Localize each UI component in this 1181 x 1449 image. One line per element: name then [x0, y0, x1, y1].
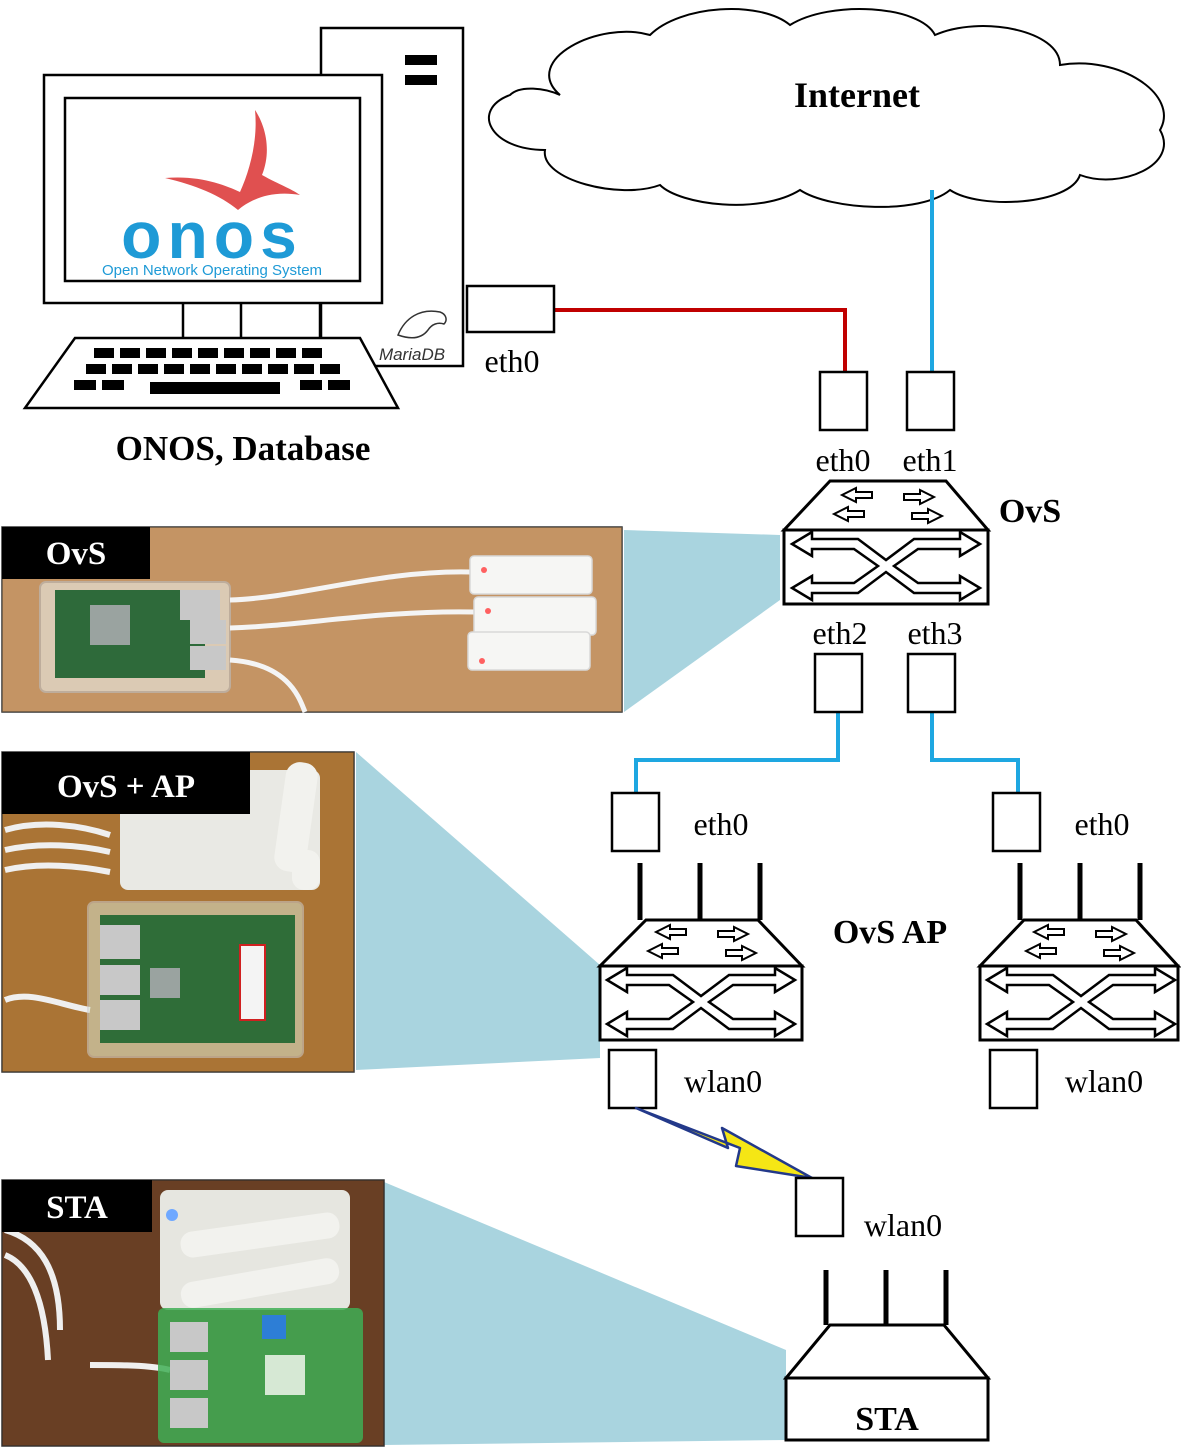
ovs-port-eth1	[905, 370, 956, 432]
photo-ovs: OvS	[1, 526, 623, 713]
photo-sta-caption-bg	[2, 1180, 152, 1232]
ap-right-cross-arrows-icon	[984, 965, 1178, 1039]
ap-left-wlan0-port	[607, 1048, 658, 1110]
ovs-ap-label: OvS AP	[833, 914, 947, 951]
ovs-callout-wedge	[624, 530, 780, 712]
photo-ovs-ap-caption-bg	[2, 752, 250, 814]
ovs-port-eth3	[906, 652, 957, 714]
photo-ovs-ap-caption: OvS + AP	[57, 769, 195, 805]
controller-computer: onos Open Network Operating System Maria…	[22, 26, 556, 468]
link-eth2-apleft	[634, 712, 840, 793]
tower-slot-2	[405, 75, 437, 85]
mariadb-seal-icon	[397, 310, 447, 339]
internet-cloud: Internet	[488, 7, 1165, 208]
computer-caption: ONOS, Database	[116, 429, 371, 468]
ap-left-top	[596, 918, 806, 968]
sta-device: wlan0 STA	[782, 1176, 992, 1442]
ap-left-top-arrows-icon	[645, 923, 759, 962]
photo-sta: STA	[1, 1179, 385, 1447]
link-eth3-apright	[930, 712, 1020, 793]
keyboard-keys	[74, 348, 350, 394]
ap-left-eth0-port	[610, 791, 661, 853]
tower-slot-1	[405, 55, 437, 65]
raspberry-pi-board-icon	[87, 901, 304, 1058]
onos-bird-icon	[165, 110, 300, 210]
ovs-cross-arrows-icon	[789, 529, 983, 603]
ap-right-wlan0-port	[988, 1048, 1039, 1110]
internet-label: Internet	[794, 75, 920, 115]
ovs-switch-top	[780, 479, 992, 532]
sta-label: STA	[855, 1401, 919, 1438]
wifi-adapter-icon	[160, 1190, 350, 1310]
ovs-switch: eth0 eth1 OvS eth2 eth3	[780, 370, 1061, 714]
ovs-port-eth0	[818, 370, 869, 432]
usb-ethernet-dongles-icon	[467, 555, 597, 671]
photo-ovs-caption-bg	[2, 527, 150, 579]
ovs-ap-right: eth0 wlan0	[976, 791, 1181, 1110]
ovs-ap-left: eth0 OvS AP wlan0	[596, 791, 947, 1110]
controller-nic	[465, 284, 556, 334]
sta-wlan0-port	[794, 1176, 845, 1238]
ovs-port-eth2-label: eth2	[812, 615, 867, 651]
usb-cable-coil	[3, 821, 111, 1013]
ap-left-eth0-label: eth0	[693, 806, 748, 842]
ap-right-top-arrows-icon	[1023, 923, 1137, 962]
onos-subtitle: Open Network Operating System	[102, 262, 322, 279]
ap-left-wlan0-label: wlan0	[684, 1063, 762, 1099]
photo-sta-caption: STA	[46, 1190, 108, 1226]
ovs-top-arrows-icon	[831, 486, 945, 525]
sta-body	[784, 1376, 990, 1442]
ap-left-cross-arrows-icon	[604, 965, 798, 1039]
raspberry-pi-board-icon	[39, 581, 231, 693]
sta-top	[782, 1323, 992, 1380]
sta-wlan0-label: wlan0	[864, 1207, 942, 1243]
photo-ovs-caption: OvS	[46, 536, 107, 572]
wireless-link-bolt-icon	[634, 1106, 814, 1180]
sta-callout-wedge	[384, 1182, 786, 1445]
onos-logo-text: onos	[121, 198, 303, 272]
ovs-label: OvS	[999, 493, 1061, 530]
ap-right-eth0-label: eth0	[1074, 806, 1129, 842]
ovsap-callout-wedge	[356, 752, 600, 1070]
ovs-port-eth1-label: eth1	[902, 442, 957, 478]
ap-right-eth0-port	[991, 791, 1042, 853]
ovs-port-eth2	[813, 652, 864, 714]
raspberry-pi-board-icon	[158, 1308, 363, 1443]
mariadb-logo-text: MariaDB	[379, 345, 445, 364]
photo-ovs-ap: OvS + AP	[1, 751, 355, 1073]
controller-link	[554, 308, 847, 372]
ovs-port-eth0-label: eth0	[815, 442, 870, 478]
ovs-port-eth3-label: eth3	[907, 615, 962, 651]
ap-right-top	[976, 918, 1181, 968]
usb-cables	[229, 569, 476, 713]
ap-right-wlan0-label: wlan0	[1065, 1063, 1143, 1099]
controller-nic-label: eth0	[484, 343, 539, 379]
